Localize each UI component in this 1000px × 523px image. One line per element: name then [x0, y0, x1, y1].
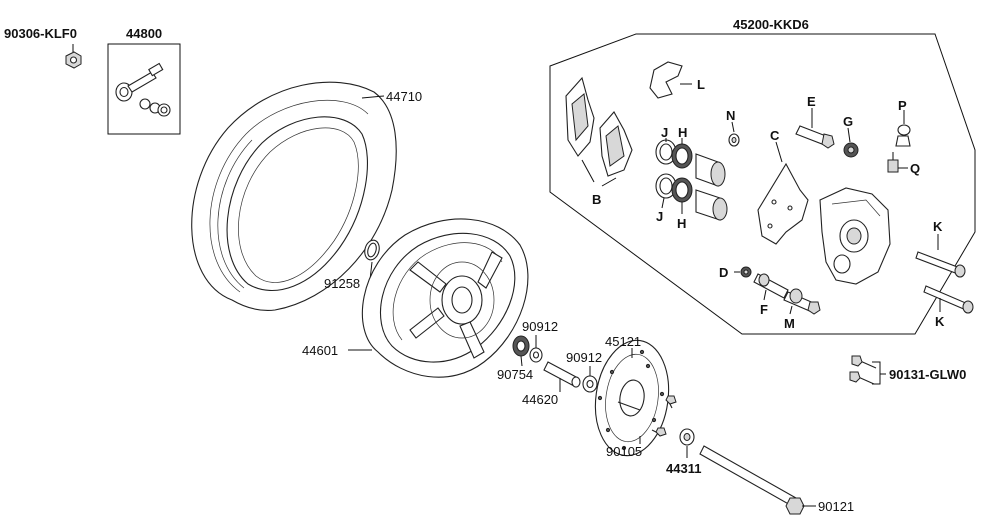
pin-icon — [728, 133, 740, 147]
tire-drawing — [191, 81, 397, 311]
collar-b-icon — [582, 375, 598, 393]
letter-k-upper: K — [933, 219, 943, 234]
pad-spring-icon — [649, 61, 683, 99]
caliper-assembly-outline — [549, 33, 976, 335]
label-44601: 44601 — [302, 343, 338, 358]
axle-icon — [699, 445, 805, 515]
letter-h-lower: H — [677, 216, 686, 231]
washer-nut-icon — [65, 51, 82, 69]
letter-m: M — [784, 316, 795, 331]
letter-g: G — [843, 114, 853, 129]
label-90912-b: 90912 — [566, 350, 602, 365]
label-45200-kkd6: 45200-KKD6 — [733, 17, 809, 32]
o-ring-icon — [364, 239, 380, 261]
slide-pin-m-icon — [783, 288, 821, 315]
guide-pin-lower-icon — [923, 285, 974, 314]
label-91258: 91258 — [324, 276, 360, 291]
letter-q: Q — [910, 161, 920, 176]
caliper-bolt-icon — [849, 355, 877, 385]
caliper-body-icon — [819, 187, 891, 285]
guide-pin-upper-icon — [915, 251, 966, 278]
label-44800: 44800 — [126, 26, 162, 41]
letter-j-lower: J — [656, 209, 663, 224]
label-44311: 44311 — [666, 461, 701, 476]
valve-kit-parts — [115, 62, 171, 117]
collar-a-icon — [529, 347, 543, 363]
label-44710: 44710 — [386, 89, 422, 104]
slide-pin-f-icon — [753, 273, 789, 299]
boot-icon — [843, 142, 859, 158]
pin-ring-icon — [740, 266, 752, 278]
bleeder-valve-icon — [887, 124, 911, 173]
spacer-icon — [679, 428, 695, 446]
letter-p: P — [898, 98, 907, 113]
label-90912-a: 90912 — [522, 319, 558, 334]
letter-f: F — [760, 302, 768, 317]
letter-b: B — [592, 192, 601, 207]
letter-n: N — [726, 108, 735, 123]
label-90306-klf0: 90306-KLF0 — [4, 26, 77, 41]
label-90131-glw0: 90131-GLW0 — [889, 367, 966, 382]
piston-seals-icon — [655, 139, 693, 203]
disc-bolt-icon — [617, 395, 677, 437]
letter-l: L — [697, 77, 705, 92]
letter-d: D — [719, 265, 728, 280]
letter-j-upper: J — [661, 125, 668, 140]
bleeder-bolt-icon — [795, 125, 835, 149]
label-45121: 45121 — [605, 334, 641, 349]
valve-kit-box — [107, 43, 181, 135]
pistons-icon — [695, 153, 728, 221]
label-90105: 90105 — [606, 444, 642, 459]
label-44620: 44620 — [522, 392, 558, 407]
letter-k-lower: K — [935, 314, 945, 329]
brake-disc-drawing — [594, 339, 670, 457]
label-90754: 90754 — [497, 367, 533, 382]
caliper-bracket-icon — [757, 162, 809, 245]
letter-e: E — [807, 94, 816, 109]
rim-drawing — [361, 218, 529, 378]
axle-collar-icon — [543, 361, 581, 388]
bearing-icon — [512, 335, 530, 357]
letter-c: C — [770, 128, 780, 143]
label-90121: 90121 — [818, 499, 854, 514]
letter-h-upper: H — [678, 125, 687, 140]
brake-pads-icon — [565, 76, 633, 177]
